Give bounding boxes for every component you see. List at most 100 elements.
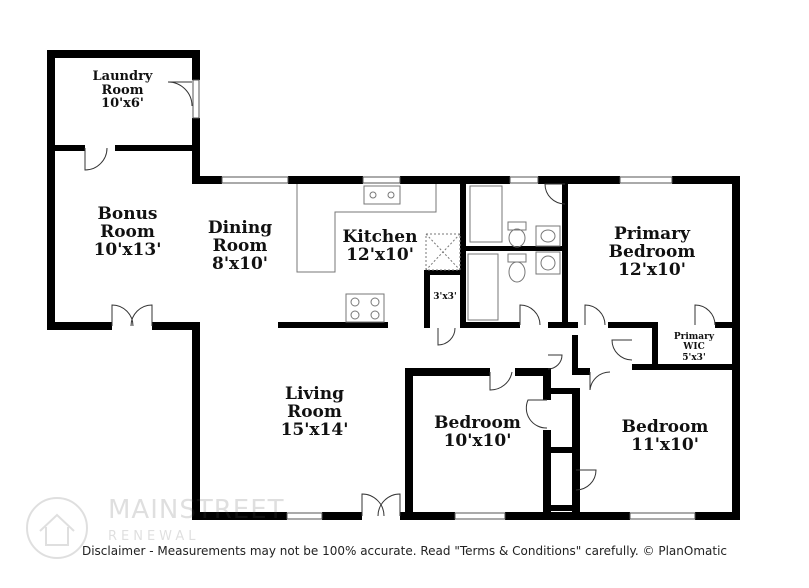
wall-west (47, 50, 55, 330)
wall-bonus-bottom-a (47, 322, 112, 330)
fixtures (296, 184, 561, 323)
room-name: Room (287, 401, 342, 422)
room-name: Bedroom (608, 241, 696, 262)
wall-bed1-top-a (405, 368, 490, 376)
room-label-kitchen: Kitchen 12'x10' (330, 227, 430, 265)
window-kitchen (362, 176, 401, 184)
room-name: Laundry (92, 69, 153, 84)
room-label-bedroom-1: Bedroom 10'x10' (420, 413, 535, 451)
wall-primary-bottom-a (608, 322, 653, 328)
room-size: 15'x14' (280, 419, 349, 440)
kitchen-sink (363, 185, 401, 205)
wall-laundry-bottom-b (115, 145, 195, 151)
wall-south-c (400, 512, 455, 520)
stove (345, 293, 385, 323)
door-laundry-bottom (84, 147, 108, 171)
wall-bed2-top (572, 368, 590, 375)
room-size: 3'x3' (433, 292, 457, 302)
room-name: Room (101, 82, 144, 98)
burner-4 (370, 310, 380, 320)
wall-primary-bottom-b (715, 322, 740, 328)
wall-south-e (695, 512, 740, 520)
watermark-name: MAINSTREET (108, 495, 285, 525)
wall-bed-divider-lower (543, 430, 551, 520)
door-bed1 (489, 371, 513, 391)
room-label-primary-bedroom: Primary Bedroom 12'x10' (592, 225, 712, 280)
wall-north-d (538, 176, 620, 184)
wall-east (732, 176, 740, 520)
house-logo-icon (26, 497, 88, 559)
room-size: 12'x10' (346, 244, 414, 265)
room-label-living: Living Room 15'x14' (262, 384, 367, 440)
room-name: Living (285, 384, 344, 404)
wall-closet-top (424, 270, 464, 275)
room-size: 10'x13' (93, 239, 162, 260)
wall-south-b (322, 512, 362, 520)
wall-bath-bottom-a (460, 322, 520, 328)
wall-closet-b-top (543, 447, 578, 453)
watermark: MAINSTREET RENEWAL (22, 493, 322, 563)
window-bed2 (629, 512, 696, 520)
door-closet-b (575, 469, 597, 491)
room-size: 10'x6' (101, 96, 144, 112)
window-living (286, 512, 323, 520)
room-label-laundry: Laundry Room 10'x6' (70, 70, 175, 111)
window-laundry (192, 79, 200, 119)
wall-north-e (672, 176, 740, 184)
room-size: 8'x10' (211, 253, 269, 274)
window-bed1 (454, 512, 506, 520)
room-size: 5'x3' (682, 352, 706, 363)
wall-laundry-top (47, 50, 200, 58)
door-bonus-exterior (111, 304, 153, 327)
wall-bed2-west (572, 388, 580, 513)
wall-kitchen-bar (278, 322, 388, 328)
sink-drain-1 (369, 191, 377, 199)
room-label-primary-wic: Primary WIC 5'x3' (664, 332, 724, 363)
door-wic (694, 304, 716, 326)
door-bath-upper (544, 183, 566, 205)
burner-3 (350, 310, 360, 320)
room-size: 10'x10' (443, 430, 512, 451)
sink-drain-2 (387, 191, 395, 199)
door-bath-lower (519, 304, 541, 326)
watermark-sub: RENEWAL (108, 529, 200, 544)
wall-laundry-east-lower (192, 118, 200, 184)
room-label-bedroom-2: Bedroom 11'x10' (605, 418, 725, 455)
room-name: Kitchen (342, 227, 418, 247)
room-label-dining: Dining Room 8'x10' (190, 218, 290, 274)
room-name: Room (100, 221, 155, 242)
doors (84, 81, 716, 517)
toilet-1-bowl (508, 228, 526, 248)
burner-1 (350, 297, 360, 307)
room-name: WIC (683, 342, 705, 353)
wall-north-b (288, 176, 363, 184)
door-laundry (167, 81, 193, 107)
wall-closet-a-top (543, 388, 578, 394)
shower (469, 185, 503, 243)
wall-bath-west (460, 180, 466, 328)
wall-laundry-bottom-a (55, 145, 85, 151)
door-front (361, 493, 401, 517)
burner-2 (370, 297, 380, 307)
window-primary (619, 176, 673, 184)
wall-bed1-west (405, 368, 413, 520)
room-name: Bedroom (434, 413, 521, 433)
wall-wic-west (652, 322, 658, 370)
disclaimer-text: Disclaimer - Measurements may not be 100… (81, 544, 728, 558)
window-bath (509, 176, 539, 184)
room-name: Bonus (97, 204, 158, 224)
door-closet (437, 327, 456, 346)
vanity-2-basin (540, 255, 556, 271)
wall-bed1-top-b (515, 368, 550, 376)
room-label-bonus: Bonus Room 10'x13' (70, 204, 185, 260)
wall-bath-east (562, 184, 568, 328)
wall-north-c (400, 176, 510, 184)
windows (192, 79, 696, 520)
wall-bonus-bottom-b (152, 322, 200, 330)
room-name: Primary (673, 332, 715, 342)
vanity-1 (535, 225, 561, 247)
fridge-x (425, 233, 461, 271)
wall-closet-west (424, 270, 430, 328)
room-name: Dining (207, 218, 273, 238)
